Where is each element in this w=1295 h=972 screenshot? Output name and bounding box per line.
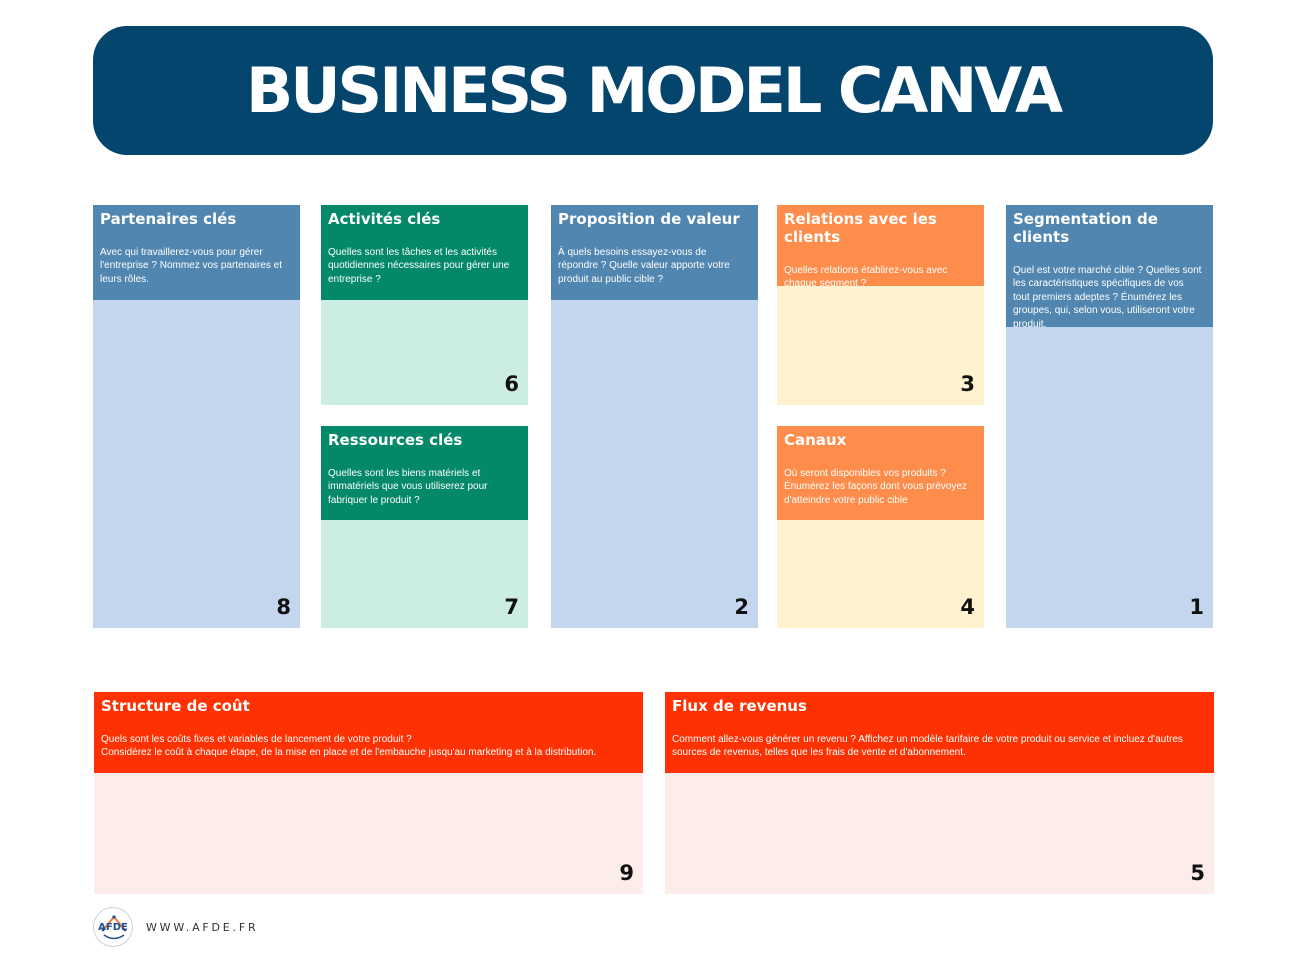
block-number: 7 <box>504 595 519 619</box>
block-canaux: Canaux Où seront disponibles vos produit… <box>777 426 984 628</box>
block-header: Proposition de valeur À quels besoins es… <box>551 205 758 300</box>
block-header: Relations avec les clients Quelles relat… <box>777 205 984 289</box>
block-number: 5 <box>1190 861 1205 885</box>
block-title: Structure de coût <box>101 697 250 715</box>
block-header: Partenaires clés Avec qui travaillerez-v… <box>93 205 300 300</box>
block-header: Canaux Où seront disponibles vos produit… <box>777 426 984 520</box>
afde-logo: AFDE <box>93 907 133 947</box>
block-header: Flux de revenus Comment allez-vous génér… <box>665 692 1214 773</box>
block-header: Structure de coût Quels sont les coûts f… <box>94 692 643 773</box>
block-question: Où seront disponibles vos produits ? Énu… <box>784 468 967 506</box>
block-title: Partenaires clés <box>100 210 237 228</box>
logo-emblem-icon <box>101 915 127 940</box>
block-header: Activités clés Quelles sont les tâches e… <box>321 205 528 300</box>
block-relations-clients: Relations avec les clients Quelles relat… <box>777 205 984 405</box>
block-title: Ressources clés <box>328 431 463 449</box>
block-partenaires-cles: Partenaires clés Avec qui travaillerez-v… <box>93 205 300 628</box>
block-title: Flux de revenus <box>672 697 807 715</box>
block-input-area[interactable] <box>1006 327 1213 628</box>
block-input-area[interactable] <box>321 520 528 628</box>
block-title: Canaux <box>784 431 847 449</box>
block-number: 3 <box>960 372 975 396</box>
block-number: 1 <box>1189 595 1204 619</box>
block-title: Activités clés <box>328 210 441 228</box>
block-question: Avec qui travaillerez-vous pour gérer l'… <box>100 247 282 285</box>
block-number: 4 <box>960 595 975 619</box>
block-title: Relations avec les clients <box>784 210 937 246</box>
block-number: 8 <box>276 595 291 619</box>
logo-text: AFDE <box>98 921 128 933</box>
block-question: Quel est votre marché cible ? Quelles so… <box>1013 265 1202 330</box>
block-title: Proposition de valeur <box>558 210 740 228</box>
block-number: 2 <box>734 595 749 619</box>
block-input-area[interactable] <box>94 773 643 894</box>
block-question: À quels besoins essayez-vous de répondre… <box>558 247 730 285</box>
block-question: Comment allez-vous générer un revenu ? A… <box>672 734 1183 759</box>
block-input-area[interactable] <box>665 773 1214 894</box>
block-activites-cles: Activités clés Quelles sont les tâches e… <box>321 205 528 405</box>
block-question: Quelles sont les tâches et les activités… <box>328 247 510 285</box>
block-input-area[interactable] <box>321 300 528 405</box>
block-ressources-cles: Ressources clés Quelles sont les biens m… <box>321 426 528 628</box>
page-title: BUSINESS MODEL CANVA <box>245 54 1063 127</box>
block-number: 6 <box>504 372 519 396</box>
block-question: Quelles sont les biens matériels et imma… <box>328 468 488 506</box>
block-question: Quelles relations établirez-vous avec ch… <box>784 265 948 290</box>
block-structure-de-cout: Structure de coût Quels sont les coûts f… <box>94 692 643 894</box>
block-input-area[interactable] <box>93 300 300 628</box>
block-header: Ressources clés Quelles sont les biens m… <box>321 426 528 520</box>
block-flux-de-revenus: Flux de revenus Comment allez-vous génér… <box>665 692 1214 894</box>
block-segmentation-clients: Segmentation de clients Quel est votre m… <box>1006 205 1213 628</box>
block-proposition-de-valeur: Proposition de valeur À quels besoins es… <box>551 205 758 628</box>
block-input-area[interactable] <box>777 286 984 405</box>
block-input-area[interactable] <box>777 520 984 628</box>
block-question: Quels sont les coûts fixes et variables … <box>101 734 597 759</box>
block-number: 9 <box>619 861 634 885</box>
title-banner: BUSINESS MODEL CANVA <box>93 26 1213 155</box>
footer: AFDE WWW.AFDE.FR <box>93 906 258 948</box>
block-title: Segmentation de clients <box>1013 210 1158 246</box>
block-input-area[interactable] <box>551 300 758 628</box>
website-link[interactable]: WWW.AFDE.FR <box>146 920 259 934</box>
block-header: Segmentation de clients Quel est votre m… <box>1006 205 1213 330</box>
